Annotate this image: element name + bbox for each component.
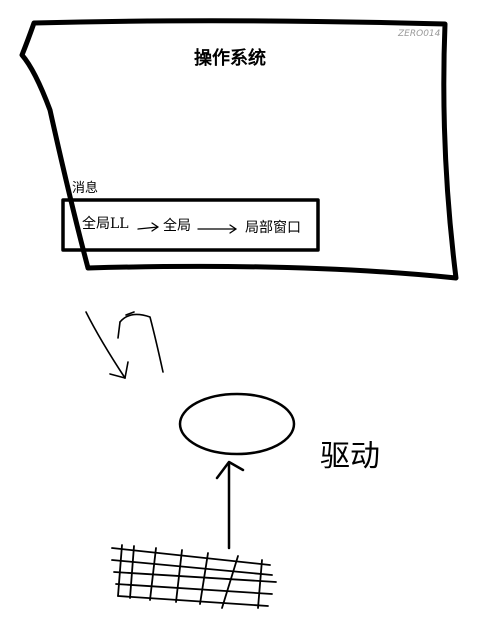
keyboard-to-ellipse-arrow (215, 460, 245, 550)
up-arrow (117, 311, 164, 373)
down-arrow (85, 311, 129, 379)
driver-label: 驱动 (320, 439, 380, 474)
application-ellipse (178, 392, 296, 456)
flow-arrow-2 (197, 224, 237, 234)
flow-source: 全局LL (82, 215, 129, 232)
flow-middle: 全局 (163, 217, 191, 234)
flow-arrow-1 (137, 222, 159, 232)
watermark: ZERO014 (397, 29, 441, 39)
keyboard-icon (111, 544, 277, 609)
message-box (61, 198, 320, 252)
os-box-title: 操作系统 (194, 47, 266, 69)
os-box-outline (19, 18, 459, 281)
message-label: 消息 (72, 180, 98, 196)
flow-target: 局部窗口 (245, 219, 301, 236)
